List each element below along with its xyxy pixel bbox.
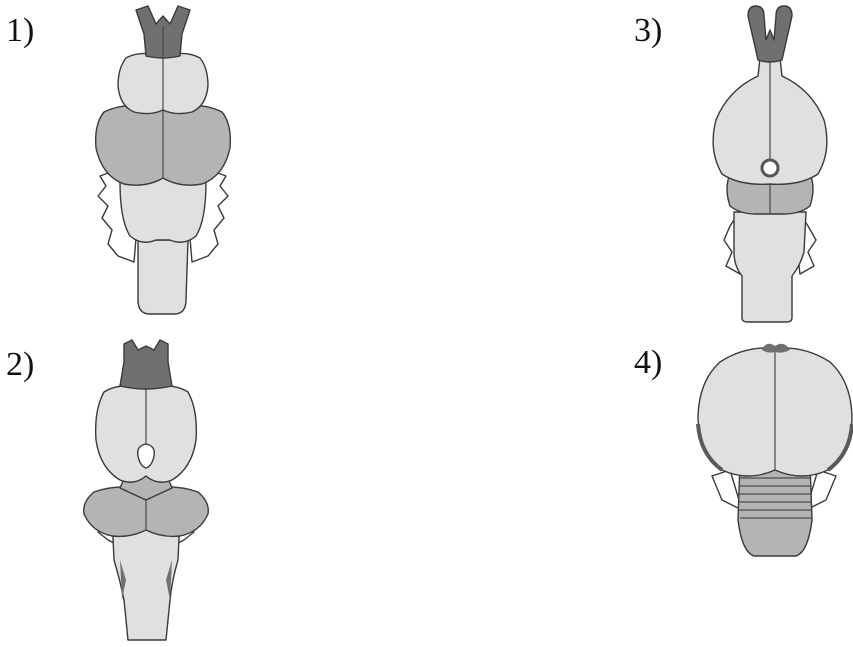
brain-4 — [698, 344, 852, 556]
brain-3-olfactory-lobes — [748, 6, 792, 62]
brain-1 — [96, 6, 231, 314]
brain-1-cerebellum — [120, 176, 206, 242]
brain-4-olfactory-lobes — [762, 344, 790, 353]
brain-3-medulla — [734, 212, 806, 322]
brain-2 — [84, 340, 209, 640]
brain-3 — [713, 6, 827, 322]
brain-3-pineal-body — [762, 160, 778, 176]
brain-4-lateral-lobe-left — [712, 470, 742, 510]
brain-2-olfactory-lobes — [120, 340, 172, 389]
brain-1-medulla — [138, 240, 188, 314]
